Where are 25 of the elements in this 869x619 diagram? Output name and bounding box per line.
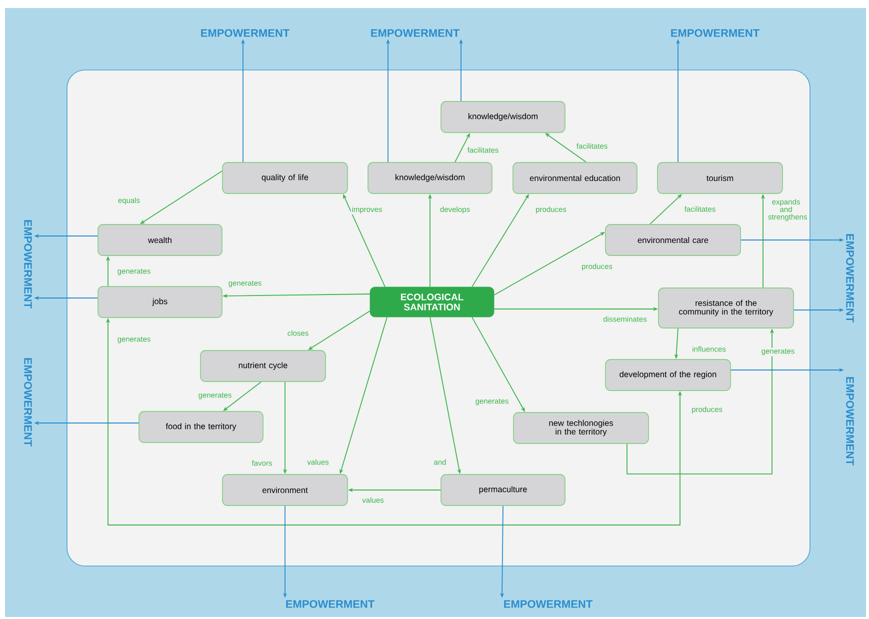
concept-box: knowledge/wisdom bbox=[368, 162, 492, 194]
concept-box: tourism bbox=[657, 162, 783, 194]
concept-box: environmental education bbox=[512, 162, 638, 194]
outcome-label: EMPOWERMENT bbox=[371, 29, 460, 37]
outcome-label: EMPOWERMENT bbox=[846, 234, 854, 322]
concept-box: environmental care bbox=[605, 224, 741, 256]
concept-box: quality of life bbox=[222, 162, 348, 194]
concept-box: development of the region bbox=[605, 359, 731, 391]
outcome-label: EMPOWERMENT bbox=[286, 600, 374, 608]
outcome-label: EMPOWERMENT bbox=[846, 377, 854, 466]
central-concept-box: ECOLOGICAL SANITATION bbox=[370, 286, 494, 318]
outcome-label: EMPOWERMENT bbox=[671, 29, 760, 37]
concept-box: wealth bbox=[98, 224, 222, 256]
concept-box: jobs bbox=[98, 286, 222, 318]
outcome-label: EMPOWERMENT bbox=[504, 600, 592, 608]
outcome-label: EMPOWERMENT bbox=[201, 29, 290, 37]
concept-box: new techlonogies in the territory bbox=[513, 412, 649, 444]
concept-box: food in the territory bbox=[138, 411, 264, 443]
concept-box: resistance of the community in the territory bbox=[658, 288, 794, 328]
concept-box: permaculture bbox=[440, 474, 566, 506]
concept-box: nutrient cycle bbox=[200, 350, 326, 382]
outcome-label: EMPOWERMENT bbox=[24, 220, 32, 308]
outcome-label: EMPOWERMENT bbox=[24, 358, 32, 446]
concept-box: environment bbox=[222, 474, 348, 506]
concept-box: knowledge/wisdom bbox=[440, 101, 566, 133]
